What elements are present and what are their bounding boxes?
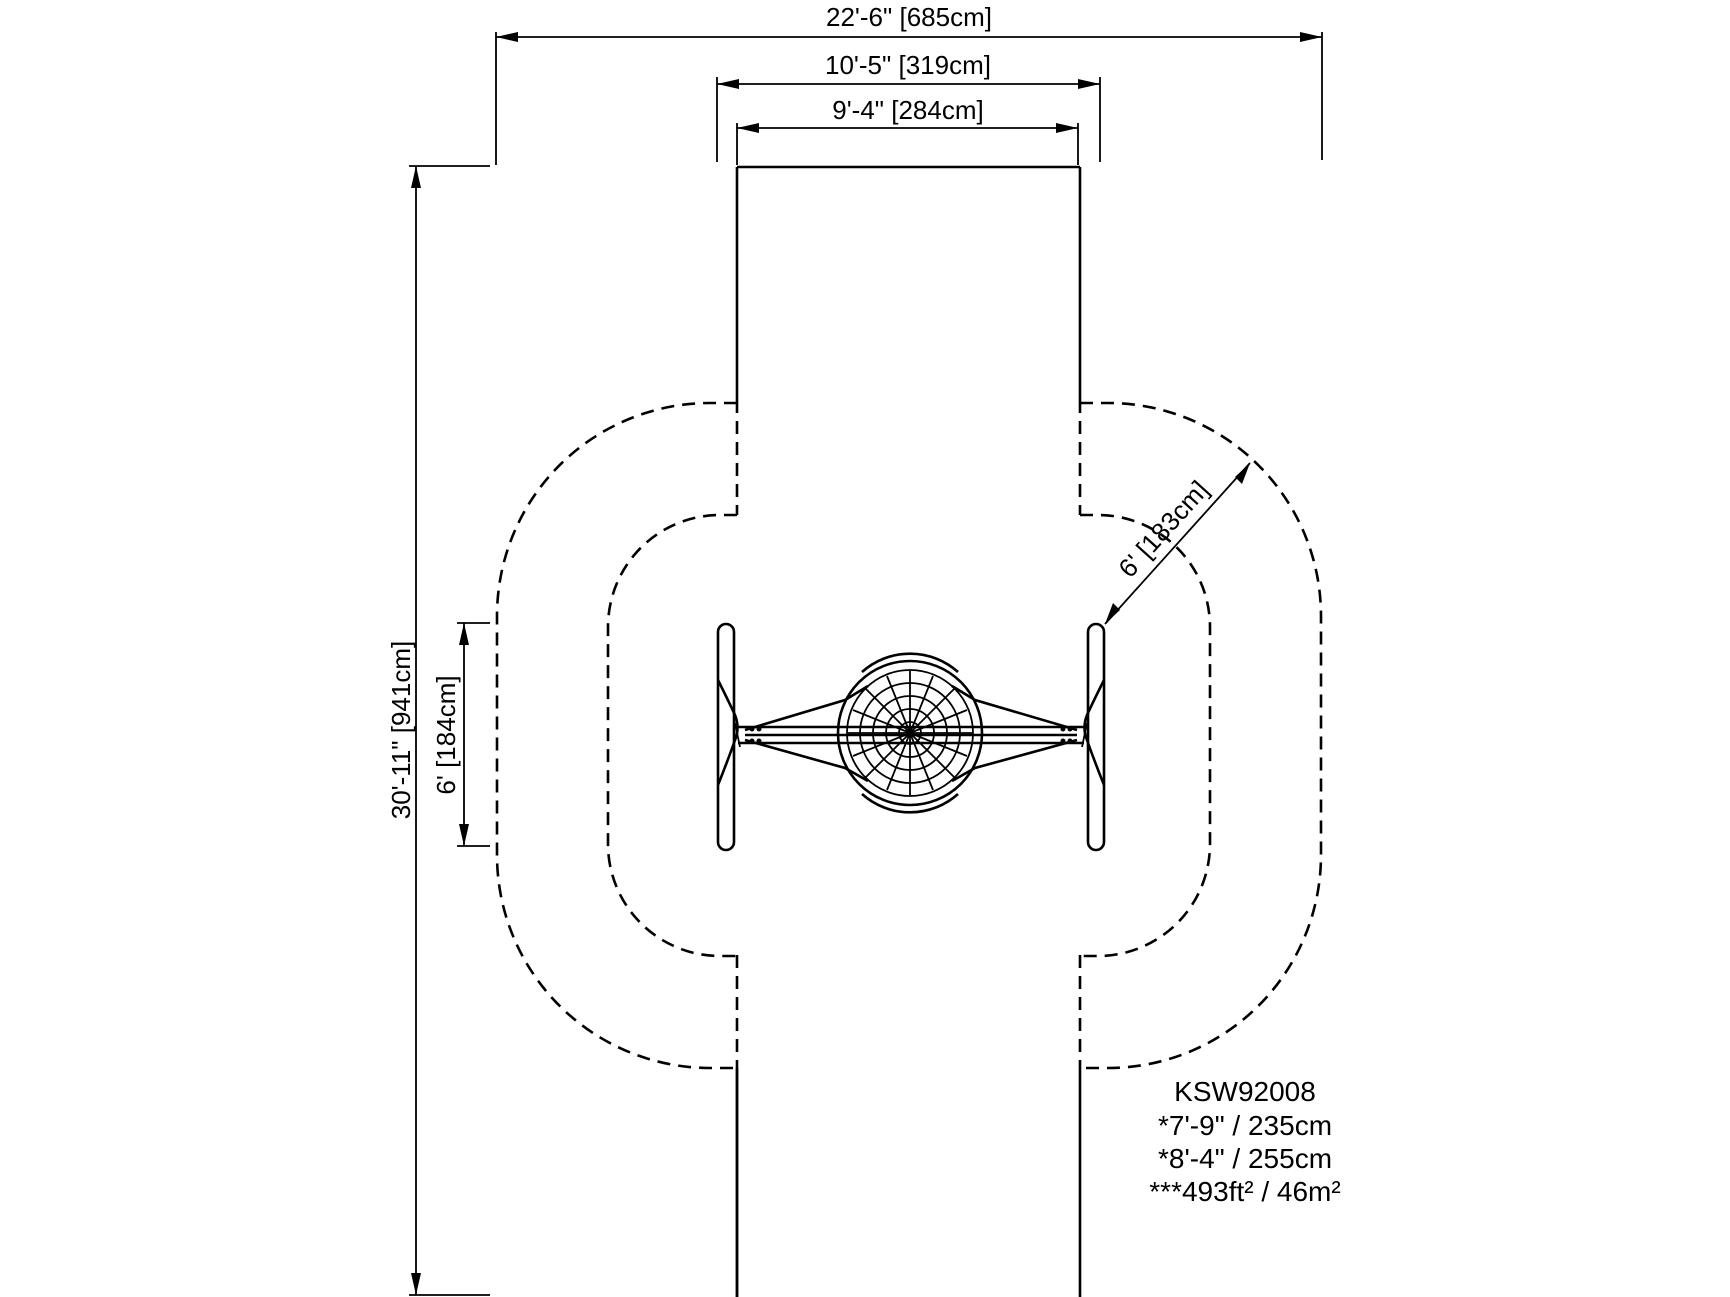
dimension-use-zone-radius: 6' [183cm] xyxy=(1104,462,1251,625)
use-zone-radius-label: 6' [183cm] xyxy=(1112,475,1214,584)
height-spec-2: *8'-4" / 255cm xyxy=(1158,1143,1332,1174)
height-spec-1: *7'-9" / 235cm xyxy=(1158,1110,1332,1141)
web-swing-seat xyxy=(744,652,1078,814)
product-info: KSW92008 *7'-9" / 235cm *8'-4" / 255cm *… xyxy=(1149,1076,1340,1207)
overall-width-label: 22'-6" [685cm] xyxy=(826,2,992,32)
dimension-inner-width: 9'-4" [284cm] xyxy=(736,95,1079,165)
overall-length-label: 30'-11" [941cm] xyxy=(386,641,416,819)
dimension-use-zone-side: 6' [184cm] xyxy=(431,622,490,847)
dimension-overall-length: 30'-11" [941cm] xyxy=(386,165,490,1296)
model-number: KSW92008 xyxy=(1174,1076,1316,1107)
area-spec: ***493ft² / 46m² xyxy=(1149,1176,1340,1207)
dimension-frame-width: 10'-5" [319cm] xyxy=(716,50,1101,162)
swing-frame xyxy=(716,622,1106,852)
inner-width-label: 9'-4" [284cm] xyxy=(832,95,983,125)
frame-width-label: 10'-5" [319cm] xyxy=(825,50,991,80)
use-zone-side-label: 6' [184cm] xyxy=(431,675,461,794)
safety-zone-outline xyxy=(495,165,1323,1297)
dimension-overall-width: 22'-6" [685cm] xyxy=(495,2,1323,165)
